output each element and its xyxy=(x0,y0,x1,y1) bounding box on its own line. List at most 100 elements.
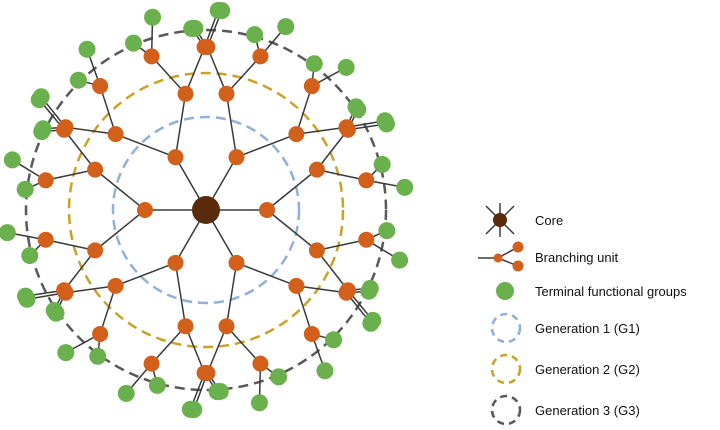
branching-unit-g2 xyxy=(177,318,194,335)
bond-line xyxy=(184,46,206,95)
terminal-group xyxy=(362,314,380,332)
terminal-group xyxy=(16,287,34,305)
branching-unit-g1 xyxy=(137,202,153,218)
branching-unit-g2 xyxy=(308,242,325,259)
branching-unit-g3 xyxy=(338,119,355,136)
bond-line xyxy=(295,285,313,335)
dashed-circle-icon xyxy=(490,353,522,385)
bond-line xyxy=(174,262,187,327)
bond-line xyxy=(225,55,261,95)
terminal-group xyxy=(391,251,409,269)
bond-line xyxy=(94,209,146,251)
legend-item-branching-unit: Branching unit xyxy=(478,241,618,272)
branching-unit-g1 xyxy=(228,254,245,271)
bond-line xyxy=(296,126,347,135)
branching-unit-g3 xyxy=(252,355,269,372)
branching-unit-g3 xyxy=(56,282,73,299)
bond-line xyxy=(115,262,176,287)
bond-line xyxy=(225,325,261,365)
terminal-group xyxy=(21,247,39,265)
terminal-group xyxy=(89,347,107,365)
bond-line xyxy=(45,168,96,182)
branching-unit-g3 xyxy=(303,325,320,342)
bond-line xyxy=(151,55,187,95)
branching-unit-g2 xyxy=(87,242,104,259)
legend-item-generation-1: Generation 1 (G1) xyxy=(490,312,640,344)
terminal-group xyxy=(360,282,378,300)
bond-line xyxy=(206,325,228,374)
branching-unit-g2 xyxy=(308,161,325,178)
terminal-group xyxy=(78,40,96,58)
legend-label: Branching unit xyxy=(535,250,618,265)
branching-unit-g1 xyxy=(167,149,184,166)
bond-line xyxy=(295,85,313,135)
branching-unit-g3 xyxy=(57,119,74,136)
terminal-group xyxy=(246,26,264,44)
branching-unit-g3 xyxy=(358,172,375,189)
bond-line xyxy=(174,93,187,158)
branching-unit-g1 xyxy=(167,254,184,271)
bond-line xyxy=(99,285,117,335)
bond-line xyxy=(236,262,297,287)
branching-unit-g3 xyxy=(199,39,216,56)
bond-line xyxy=(65,126,116,135)
terminal-group xyxy=(16,180,34,198)
legend-item-generation-3: Generation 3 (G3) xyxy=(490,394,640,426)
branching-unit-g3 xyxy=(92,78,109,95)
generation-1-ring xyxy=(111,115,301,305)
bond-line xyxy=(184,325,206,374)
terminal-group xyxy=(124,34,142,52)
branching-unit-g2 xyxy=(107,277,124,294)
bond-line xyxy=(316,129,349,171)
terminal-group xyxy=(376,112,394,130)
terminal-group xyxy=(57,344,75,362)
branching-unit-g2 xyxy=(87,161,104,178)
branching-unit-g2 xyxy=(288,277,305,294)
terminal-group xyxy=(396,178,414,196)
terminal-group xyxy=(250,394,268,412)
terminal-group xyxy=(208,383,226,401)
branching-unit-g2 xyxy=(107,126,124,143)
branching-unit-g3 xyxy=(338,284,355,301)
core-node xyxy=(192,196,220,224)
bond-line xyxy=(94,169,146,211)
terminal-group xyxy=(181,400,199,418)
branching-unit-g3 xyxy=(92,325,109,342)
bond-line xyxy=(63,249,96,291)
bond-line xyxy=(45,238,96,252)
dashed-circle-icon xyxy=(490,394,522,426)
branching-unit-g2 xyxy=(288,126,305,143)
bond-line xyxy=(316,238,367,252)
terminal-group xyxy=(305,55,323,73)
legend-label: Generation 2 (G2) xyxy=(535,362,640,377)
branching-unit-g3 xyxy=(143,48,160,65)
terminal-group xyxy=(144,8,162,26)
dendrimer-nodes xyxy=(0,1,414,419)
terminal-group xyxy=(270,368,288,386)
bond-line xyxy=(236,133,297,158)
bond-line xyxy=(266,209,318,251)
terminal-group-icon xyxy=(496,282,514,300)
branching-unit-g3 xyxy=(358,231,375,248)
branching-unit-g3 xyxy=(37,231,54,248)
bond-line xyxy=(99,85,117,135)
terminal-group xyxy=(32,88,50,106)
terminal-group xyxy=(277,18,295,36)
branching-unit-g2 xyxy=(218,318,235,335)
terminal-group xyxy=(186,19,204,37)
terminal-group xyxy=(34,120,52,138)
bond-line xyxy=(151,325,187,365)
legend-item-terminal-groups: Terminal functional groups xyxy=(496,282,687,300)
legend-label: Core xyxy=(535,213,563,228)
bond-line xyxy=(296,285,347,294)
terminal-group xyxy=(337,58,355,76)
terminal-group xyxy=(325,331,343,349)
bond-line xyxy=(225,262,238,327)
legend-item-generation-2: Generation 2 (G2) xyxy=(490,353,640,385)
legend-label: Terminal functional groups xyxy=(535,284,687,299)
branching-unit-g2 xyxy=(177,85,194,102)
branching-unit-icon xyxy=(478,241,524,272)
terminal-group xyxy=(148,376,166,394)
branching-unit-g1 xyxy=(228,149,245,166)
